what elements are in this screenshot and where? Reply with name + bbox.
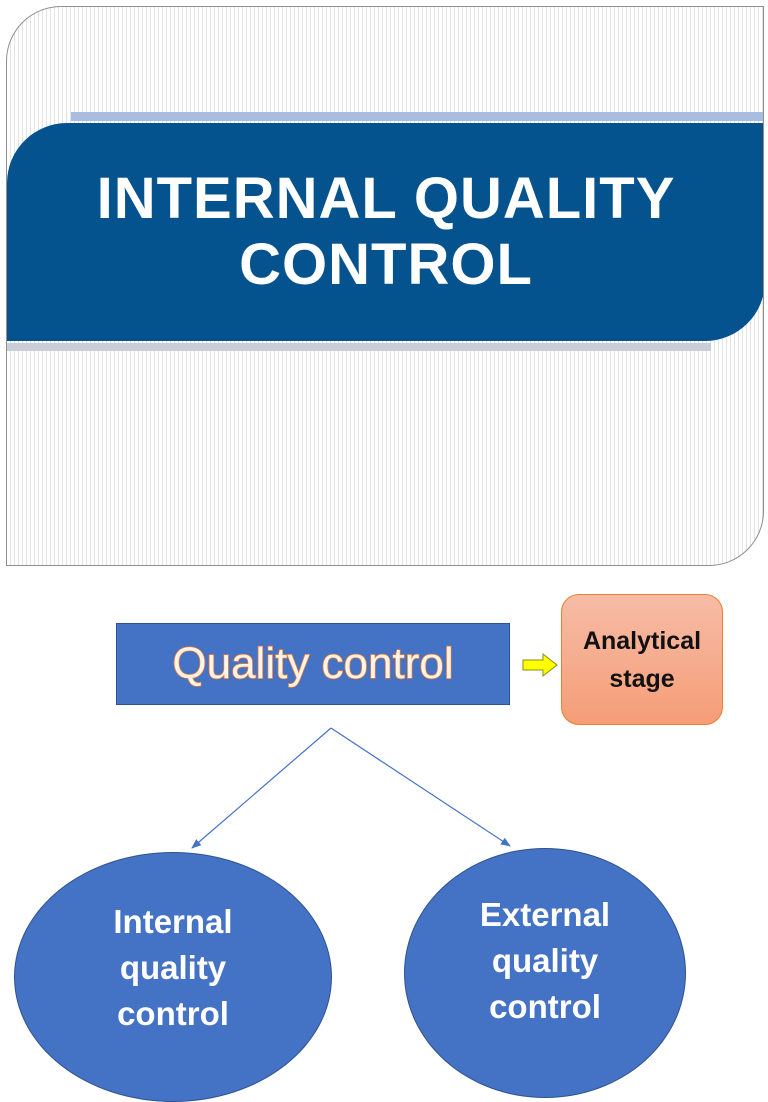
internal-quality-control-node: Internal quality control <box>14 852 332 1102</box>
analytical-stage-line-1: Analytical <box>582 626 702 655</box>
title-line-2: CONTROL <box>239 232 533 297</box>
analytical-stage-box: Analytical stage <box>561 594 723 725</box>
right-arrow-icon <box>522 652 558 678</box>
internal-node-line-1: Internal <box>113 903 233 940</box>
connector-left <box>191 727 332 849</box>
quality-control-box: Quality control <box>116 623 510 705</box>
quality-control-label: Quality control <box>172 638 455 689</box>
title-line-1: INTERNAL QUALITY <box>96 166 676 231</box>
external-quality-control-node: External quality control <box>404 848 686 1098</box>
bottom-accent-bar <box>7 343 711 351</box>
internal-node-line-2: quality <box>119 949 227 986</box>
connector-right <box>330 727 511 847</box>
external-node-line-2: quality <box>491 942 599 979</box>
title-slide: INTERNAL QUALITY CONTROL <box>6 6 764 566</box>
connector-arrows <box>191 727 511 849</box>
top-accent-bar <box>71 112 763 121</box>
analytical-stage-line-2: stage <box>609 664 675 693</box>
external-node-line-1: External <box>479 896 611 933</box>
external-node-line-3: control <box>489 988 601 1025</box>
internal-node-line-3: control <box>117 995 229 1032</box>
title-banner: INTERNAL QUALITY CONTROL <box>7 123 763 341</box>
